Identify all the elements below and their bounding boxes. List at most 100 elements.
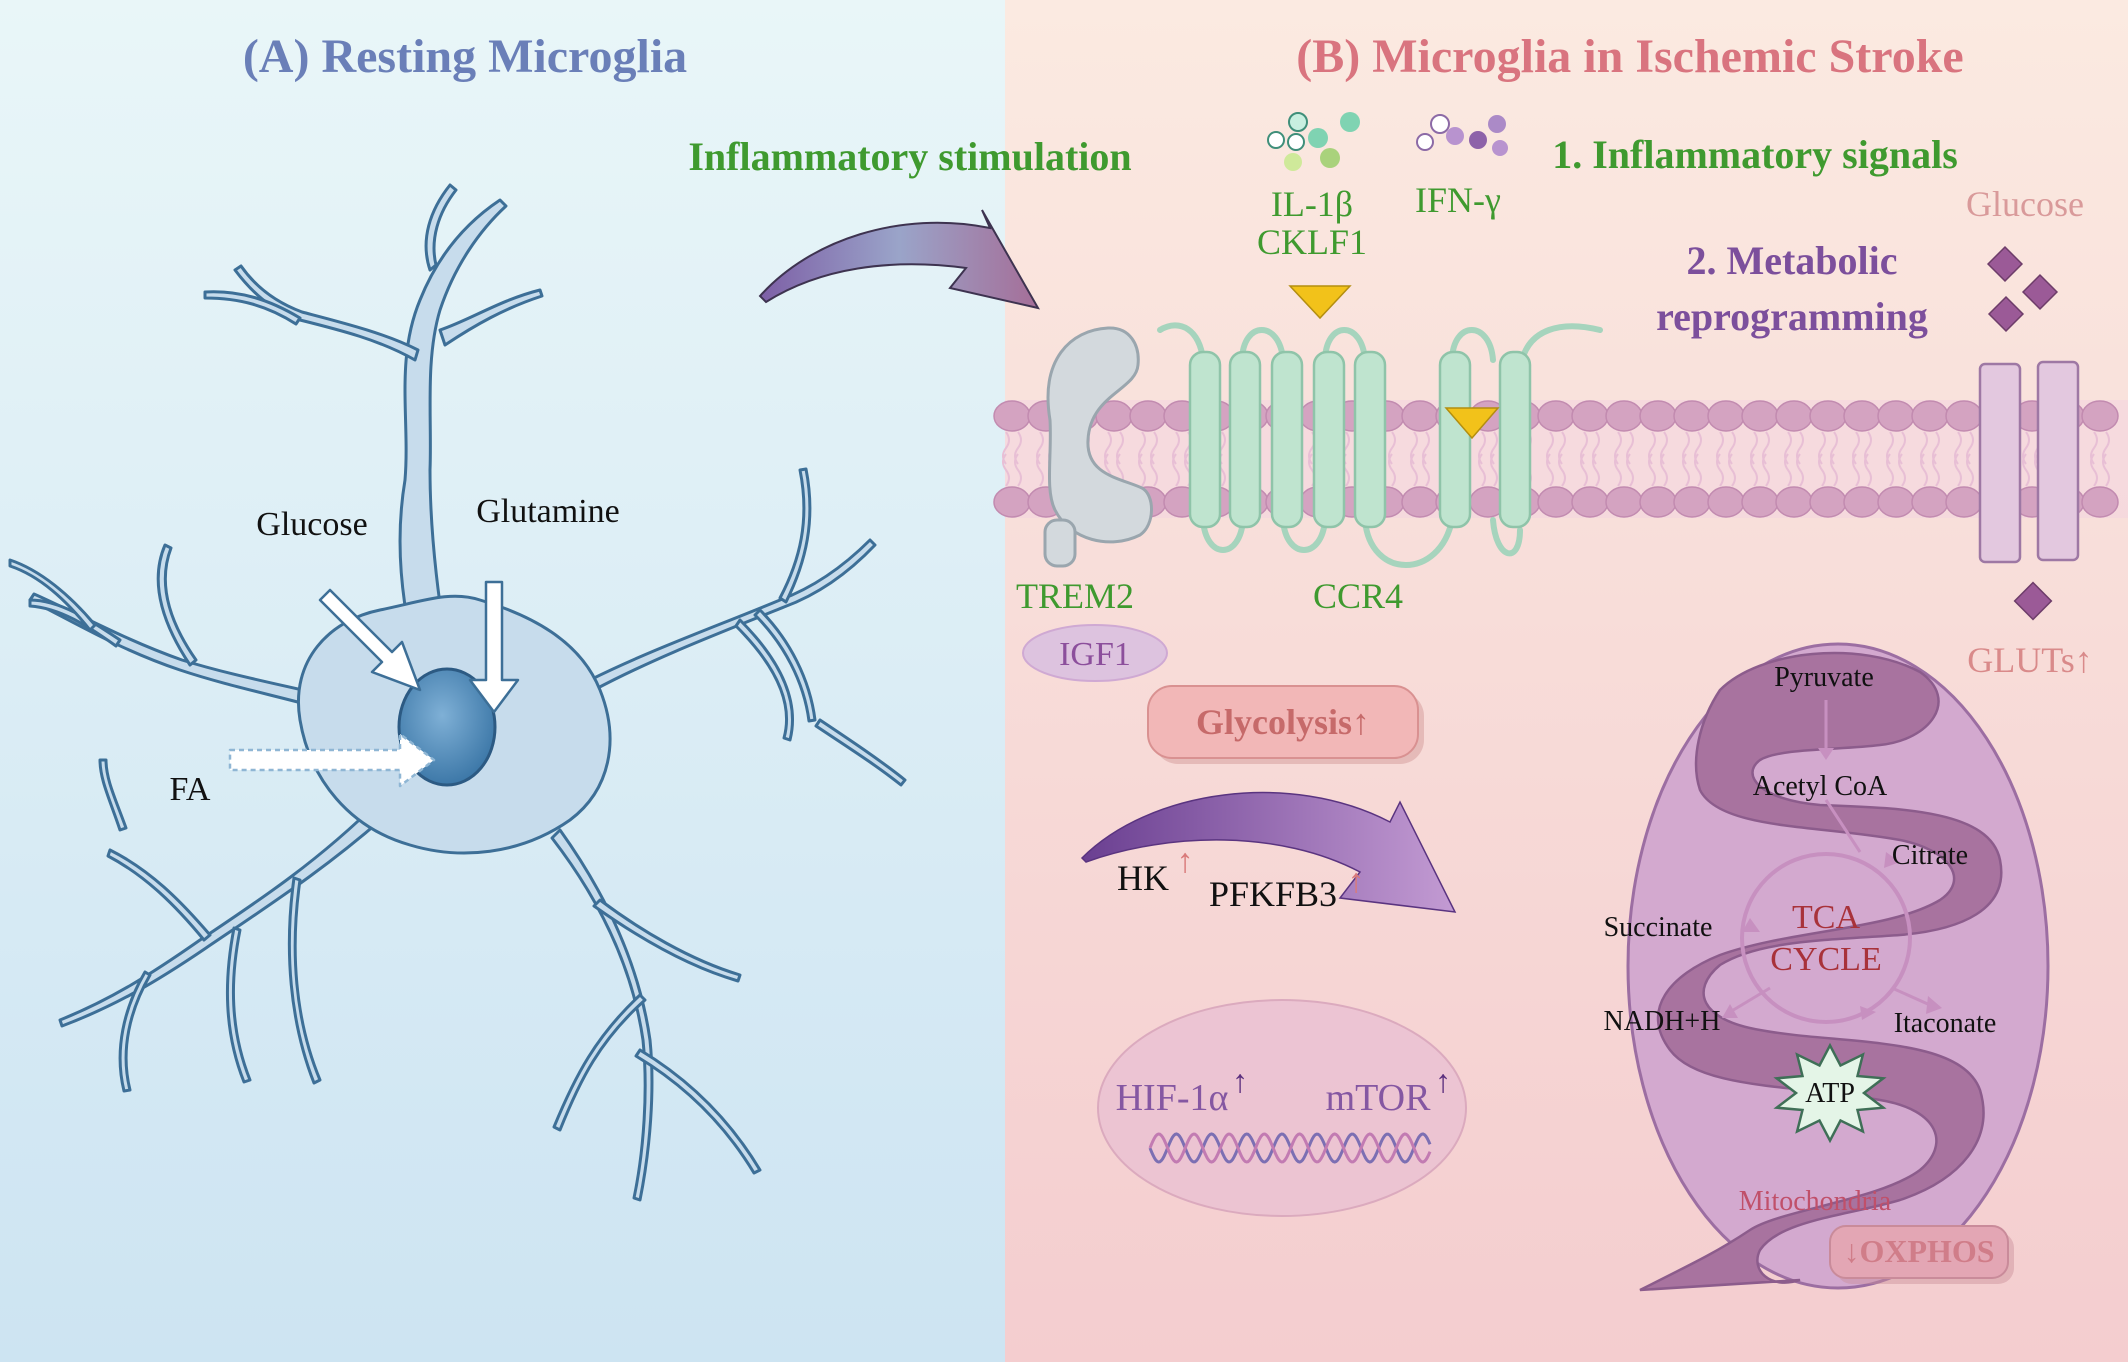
lipid-head [1129, 400, 1167, 432]
lipid-head [1741, 486, 1779, 518]
nucleus-ellipse [1097, 999, 1467, 1217]
lipid-tail [1830, 431, 1838, 487]
trem2-receptor [1043, 326, 1153, 568]
glycolysis-badge [1147, 685, 1419, 759]
lipid-head [1707, 486, 1745, 518]
lipid-tail [1694, 431, 1702, 487]
lipid-tail [1818, 431, 1826, 487]
lipid-tail [1478, 431, 1486, 487]
lipid-tail [1592, 431, 1600, 487]
lipid-tail [1388, 431, 1396, 487]
lipid-head [2081, 400, 2119, 432]
lipid-head [1741, 400, 1779, 432]
trem2-label: TREM2 [1016, 576, 1134, 616]
lipid-head [993, 486, 1031, 518]
itaconate-label: Itaconate [1894, 1008, 1997, 1039]
igf1-label: IGF1 [1059, 636, 1131, 673]
lipid-head [1945, 486, 1983, 518]
inflammatory-stimulation-label: Inflammatory stimulation [688, 134, 1131, 179]
arrowhead [1884, 852, 1900, 868]
acetyl-coa-label: Acetyl CoA [1753, 771, 1888, 802]
metabolic-label-line1: 2. Metabolic [1686, 238, 1897, 283]
lipid-head [1945, 400, 1983, 432]
lipid-tail [1784, 431, 1792, 487]
lipid-head [1605, 400, 1643, 432]
ccr4-receptor [1157, 322, 1603, 568]
lipid-tail [1716, 431, 1724, 487]
lipid-tail [1138, 431, 1146, 487]
lipid-head [1673, 486, 1711, 518]
lipid-head [1571, 400, 1609, 432]
gluts-label: GLUTs↑ [1967, 640, 2092, 680]
arrowhead [1742, 918, 1760, 932]
lipid-head [1911, 486, 1949, 518]
lipid-tail [1546, 431, 1554, 487]
glucose-label-a: Glucose [256, 506, 367, 543]
lipid-head [2081, 486, 2119, 518]
lipid-head [1809, 486, 1847, 518]
atp-star [1773, 1042, 1887, 1144]
lipid-tail [1614, 431, 1622, 487]
fa-label: FA [170, 771, 211, 808]
lipid-tail [1648, 431, 1656, 487]
hif-label: HIF-1α [1116, 1077, 1229, 1119]
arrowhead [1818, 748, 1834, 760]
lipid-tail [1898, 431, 1906, 487]
lipid-head [1401, 486, 1439, 518]
hk-up-arrow: ↑ [1177, 843, 1194, 880]
tca-cycle [1740, 852, 1912, 1024]
tca-label-line1: TCA [1792, 899, 1860, 936]
lipid-tail [1728, 431, 1736, 487]
lipid-tail [1966, 431, 1974, 487]
lipid-head [1877, 400, 1915, 432]
lipid-tail [1864, 431, 1872, 487]
arrowhead [1722, 1004, 1738, 1018]
cklf1-label: CKLF1 [1257, 222, 1367, 262]
lipid-tail [1172, 431, 1180, 487]
glycolysis-arrow [1080, 791, 1457, 913]
lipid-head [1775, 486, 1813, 518]
ccr4-label: CCR4 [1313, 576, 1403, 616]
lipid-tail [1660, 431, 1668, 487]
glutamine-arrow [468, 580, 520, 714]
cell-membrane [993, 400, 2128, 518]
glucose-arrow [318, 588, 422, 692]
lipid-head [1707, 400, 1745, 432]
glucose-molecules [1986, 245, 2059, 621]
glycolysis-label: Glycolysis↑ [1196, 702, 1370, 742]
lipid-tail [2090, 431, 2098, 487]
lipid-head [1843, 486, 1881, 518]
succinate-label: Succinate [1604, 912, 1713, 943]
pfkfb3-up-arrow: ↑ [1348, 863, 1365, 900]
lipid-tail [1014, 431, 1022, 487]
lipid-tail [1580, 431, 1588, 487]
tca-label-line2: CYCLE [1770, 941, 1881, 978]
glutamine-label: Glutamine [476, 493, 620, 530]
inflammatory-signals-label: 1. Inflammatory signals [1552, 132, 1958, 177]
lipid-tail [1954, 431, 1962, 487]
hk-label: HK [1117, 858, 1169, 898]
acetyl-to-citrate-arrow [1824, 799, 1862, 853]
lipid-head [1639, 486, 1677, 518]
lipid-tail [1626, 431, 1634, 487]
oxphos-label: ↓OXPHOS [1843, 1233, 1994, 1269]
lipid-tail [1750, 431, 1758, 487]
igf1-badge [1022, 624, 1168, 682]
atp-label: ATP [1805, 1078, 1855, 1109]
cytokine-dots-ifng [1416, 114, 1508, 156]
lipid-head [1639, 400, 1677, 432]
pfkfb3-label: PFKFB3 [1209, 874, 1337, 914]
citrate-label: Citrate [1892, 840, 1968, 871]
mitochondria-cristae [1639, 651, 2003, 1292]
lipid-head [1775, 400, 1813, 432]
glut-transporter [1978, 360, 2080, 564]
lipid-tail [2102, 431, 2110, 487]
lipid-tail [1796, 431, 1804, 487]
cytokine-dots-il1b [1267, 112, 1360, 171]
lipid-head [993, 400, 1031, 432]
lipid-head [1401, 400, 1439, 432]
itaconate-arrow [1891, 986, 1931, 1007]
lipid-head [1537, 400, 1575, 432]
ligand-triangle-bound [1444, 407, 1500, 440]
